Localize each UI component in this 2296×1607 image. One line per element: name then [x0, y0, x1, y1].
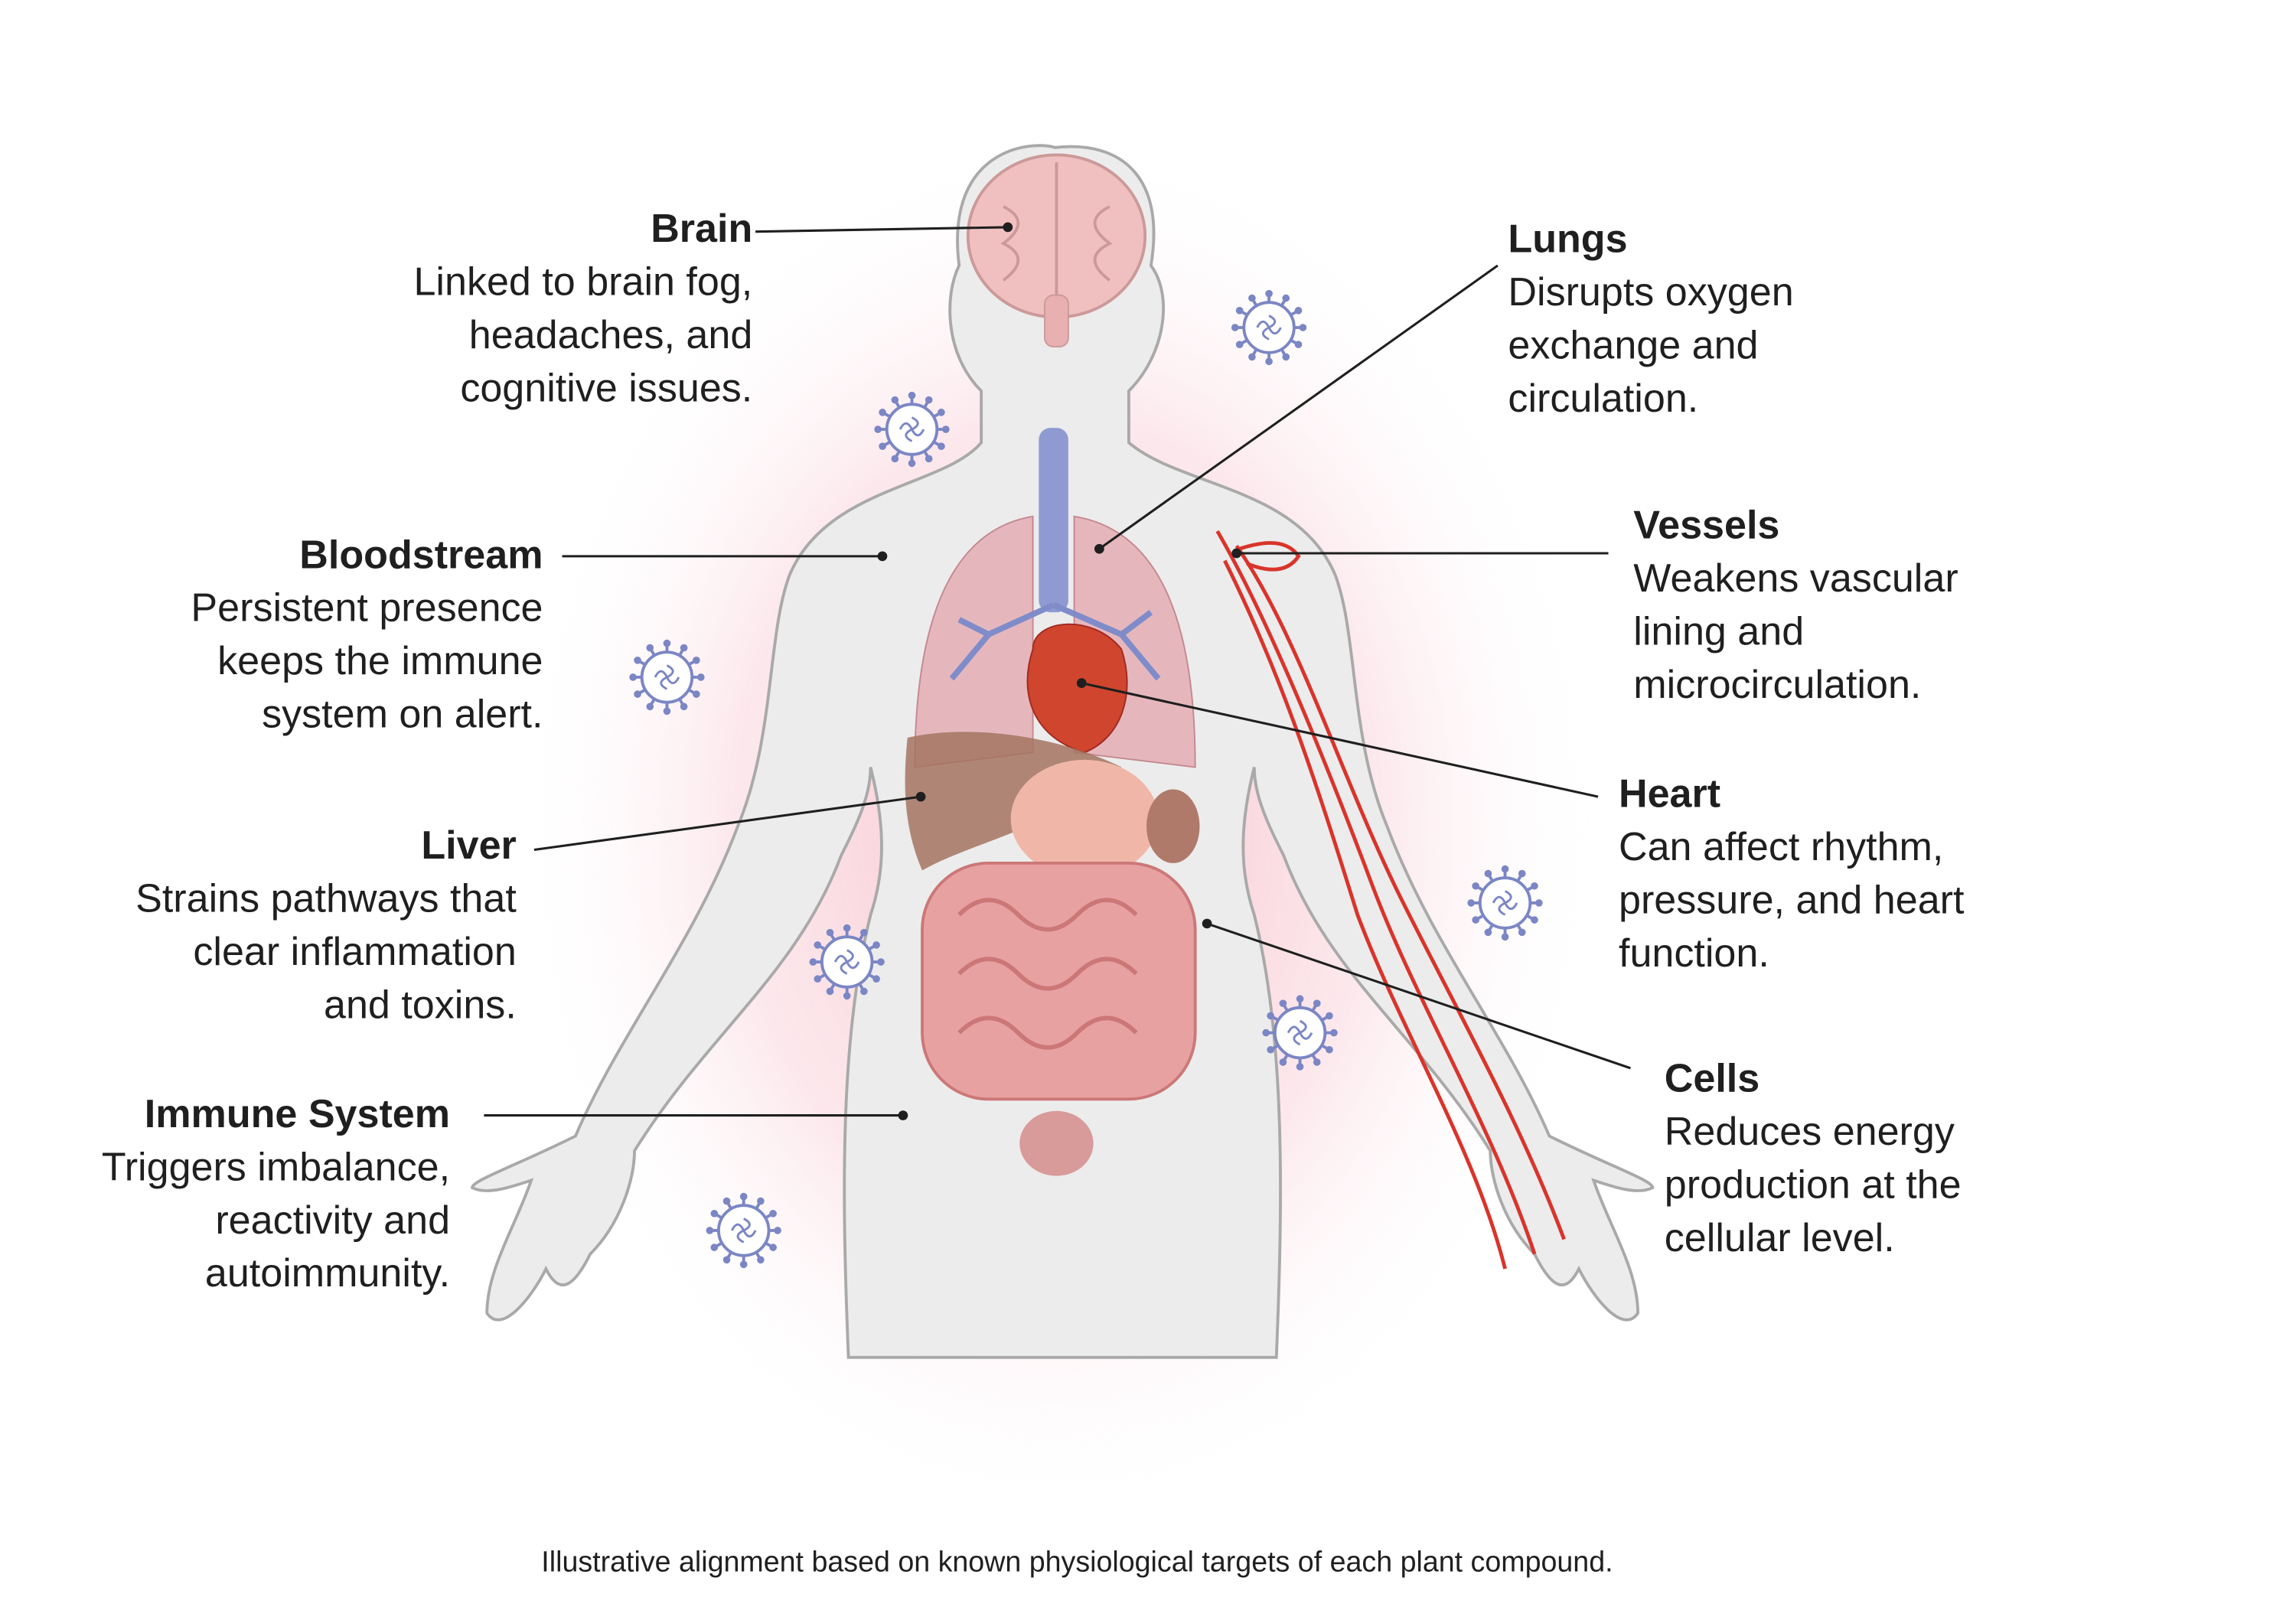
label-line: and toxins.	[324, 983, 517, 1027]
label-line: Triggers imbalance,	[101, 1145, 451, 1189]
bronchi	[949, 601, 1161, 681]
label-immune-system: Immune System Triggers imbalance, reacti…	[102, 1087, 450, 1300]
virus-icons	[629, 289, 1543, 1269]
leader-lines	[484, 222, 1631, 1120]
label-title: Bloodstream	[299, 533, 543, 577]
label-line: cognitive issues.	[460, 366, 753, 410]
label-line: Linked to brain fog,	[413, 259, 753, 305]
stomach-organ	[1010, 759, 1159, 878]
label-vessels: Vessels Weakens vascular lining and micr…	[1633, 499, 1958, 712]
caption: Illustrative alignment based on known ph…	[541, 1546, 1613, 1579]
virus-icon	[874, 391, 950, 468]
label-line: reactivity and	[215, 1198, 451, 1243]
label-line: Weakens vascular	[1633, 556, 1958, 601]
label-lungs: Lungs Disrupts oxygen exchange and circu…	[1508, 213, 1793, 425]
label-line: pressure, and heart	[1619, 878, 1965, 922]
label-heart: Heart Can affect rhythm, pressure, and h…	[1619, 768, 1964, 980]
label-title: Brain	[651, 206, 753, 251]
label-liver: Liver Strains pathways that clear inflam…	[135, 819, 517, 1032]
label-line: keeps the immune	[217, 638, 543, 683]
label-line: clear inflammation	[193, 929, 517, 974]
leader-line-lungs	[1098, 264, 1499, 550]
leader-line-brain	[755, 226, 1008, 233]
label-title: Lungs	[1508, 217, 1628, 262]
heart-organ	[1026, 623, 1128, 754]
label-line: Persistent presence	[191, 585, 543, 631]
leader-line-cells	[1206, 922, 1631, 1070]
label-line: Reduces energy	[1664, 1109, 1955, 1154]
label-bloodstream: Bloodstream Persistent presence keeps th…	[191, 528, 543, 741]
intestines-organ	[921, 861, 1197, 1101]
kidney-organ	[1146, 789, 1200, 863]
label-title: Cells	[1664, 1056, 1760, 1101]
leader-line-liver	[533, 795, 921, 852]
label-line: lining and	[1633, 609, 1805, 654]
virus-icon	[1262, 995, 1338, 1071]
brain-organ	[966, 153, 1147, 348]
virus-icon	[706, 1192, 781, 1269]
label-line: cellular level.	[1664, 1215, 1895, 1260]
bladder-organ	[1019, 1110, 1094, 1176]
label-cells: Cells Reduces energy production at the c…	[1665, 1052, 1962, 1265]
label-title: Immune System	[144, 1091, 451, 1136]
label-line: circulation.	[1508, 376, 1699, 421]
virus-icon	[809, 924, 885, 1000]
label-title: Vessels	[1633, 503, 1780, 548]
label-line: production at the	[1664, 1162, 1962, 1208]
virus-icon	[1467, 865, 1543, 941]
blood-vessels	[1215, 530, 1566, 1270]
label-line: headaches, and	[468, 312, 753, 357]
virus-icon	[629, 639, 705, 715]
label-brain: Brain Linked to brain fog, headaches, an…	[413, 202, 752, 415]
label-title: Liver	[421, 823, 517, 868]
label-line: system on alert.	[262, 692, 543, 737]
label-line: Disrupts oxygen	[1508, 269, 1794, 315]
label-title: Heart	[1619, 771, 1721, 817]
label-line: Can affect rhythm,	[1619, 824, 1944, 869]
label-line: autoimmunity.	[204, 1250, 451, 1296]
trachea	[1039, 428, 1068, 613]
virus-icon	[1231, 289, 1307, 366]
label-line: microcirculation.	[1633, 662, 1922, 707]
label-line: function.	[1619, 931, 1769, 976]
leader-line-heart	[1081, 682, 1599, 798]
label-line: Strains pathways that	[135, 876, 517, 921]
label-line: exchange and	[1508, 323, 1759, 368]
